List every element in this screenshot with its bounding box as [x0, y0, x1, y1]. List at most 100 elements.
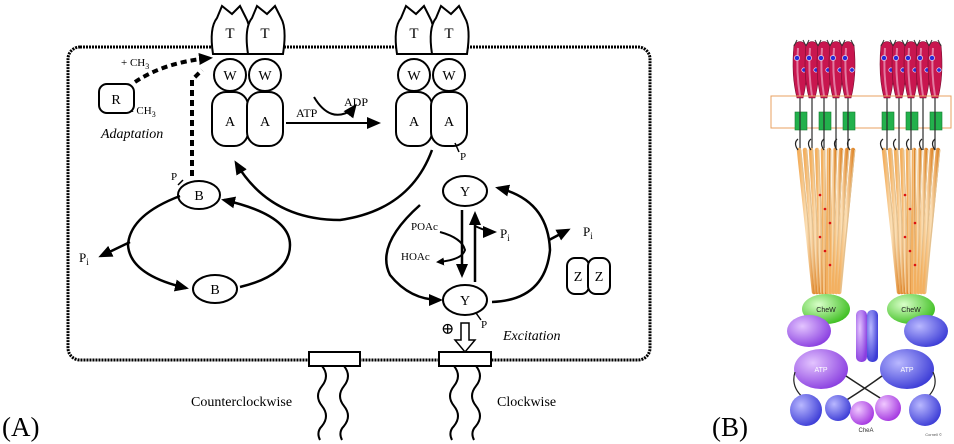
motor-right: [439, 352, 491, 366]
z-label: Z: [574, 270, 583, 285]
chea-sphere: [909, 394, 941, 426]
flagellum-right: [450, 366, 458, 440]
receptor-bead: [850, 68, 854, 72]
chea-sphere: [850, 401, 874, 425]
pi-release-arc: [101, 242, 130, 256]
pi-y-curve: [475, 226, 494, 232]
receptor-bead: [881, 55, 886, 60]
hook: [796, 139, 799, 150]
helix-mark: [829, 264, 832, 267]
y-label: Y: [460, 294, 470, 309]
helix-mark: [904, 236, 907, 239]
methyl-plus-label: + CH3: [121, 57, 149, 71]
chea-sphere: [790, 394, 822, 426]
motor-left: [309, 352, 360, 366]
receptor-bead: [818, 55, 823, 60]
receptor-t-label: T: [225, 26, 234, 42]
receptor-complex-right: T T W W A A P: [396, 6, 469, 163]
excitation-hollow-arrow: [455, 323, 475, 352]
receptor-bead: [937, 68, 941, 72]
dimer-rod: [867, 310, 878, 362]
green-band: [843, 112, 855, 130]
hook: [881, 139, 884, 150]
chea-sphere: [875, 395, 901, 421]
cell-membrane: [68, 47, 650, 360]
green-band: [906, 112, 918, 130]
panel-a: T T W W A A T T W W A A P: [68, 6, 650, 440]
counterclockwise-label: Counterclockwise: [191, 395, 292, 410]
helix-mark: [819, 236, 822, 239]
pi-label: Pi: [79, 250, 89, 267]
w-label: W: [407, 69, 421, 84]
w-label: W: [223, 69, 237, 84]
b-label: B: [210, 283, 219, 298]
z-label: Z: [595, 270, 604, 285]
helix-mark: [914, 264, 917, 267]
receptor-bead: [929, 55, 934, 60]
b-label: B: [194, 189, 203, 204]
demethylation-dashed-arrow: [192, 70, 202, 176]
a-label: A: [225, 115, 236, 130]
phospho-tick: [178, 180, 183, 185]
chea-sphere: [825, 395, 851, 421]
helix-mark: [819, 194, 822, 197]
pi-z-arrow: [549, 230, 568, 240]
phospho-p-label: P: [460, 151, 466, 163]
helix-mark: [914, 222, 917, 225]
blue-domain-right: [904, 315, 948, 347]
chez-dephos-arc: [492, 188, 550, 302]
a-label: A: [444, 115, 455, 130]
clockwise-label: Clockwise: [497, 395, 556, 410]
chew-label: CheW: [901, 307, 921, 314]
pi-label: Pi: [500, 226, 510, 243]
panel-b: CheW CheW ATP ATP CheA Cornell ©: [771, 40, 951, 437]
atp-label: ATP: [296, 106, 318, 120]
flagellum-left: [318, 366, 326, 440]
plus-sign: ⊕: [441, 321, 454, 338]
receptor-bead: [830, 55, 835, 60]
adp-label: ADP: [344, 95, 368, 109]
green-band: [795, 112, 807, 130]
hook: [894, 139, 897, 150]
phospho-p-label: P: [481, 319, 487, 331]
atp-domain-label: ATP: [900, 367, 913, 374]
helix-mark: [829, 222, 832, 225]
dimer-rod: [856, 310, 867, 362]
receptor-t-label: T: [260, 26, 269, 42]
w-label: W: [442, 69, 456, 84]
poac-label: POAc: [411, 221, 438, 233]
helix-mark: [824, 208, 827, 211]
receptor-bead: [917, 55, 922, 60]
receptor-bead: [893, 55, 898, 60]
green-band: [930, 112, 942, 130]
a-label: A: [260, 115, 271, 130]
receptor-t-label: T: [444, 26, 453, 42]
helix-mark: [904, 194, 907, 197]
purple-domain-left: [787, 315, 831, 347]
receptor-bead: [806, 55, 811, 60]
flagellum-left: [340, 366, 348, 440]
excitation-label: Excitation: [502, 329, 561, 344]
helix-mark: [824, 250, 827, 253]
helix-bundles: [796, 139, 940, 292]
receptor-bead: [842, 55, 847, 60]
phospho-p-label: P: [171, 171, 177, 183]
green-band: [819, 112, 831, 130]
y-label: Y: [460, 185, 470, 200]
hoac-label: HOAc: [401, 251, 430, 263]
atp-domain-label: ATP: [814, 367, 827, 374]
green-band: [882, 112, 894, 130]
flagellum-right: [472, 366, 480, 440]
chea-label: CheA: [858, 428, 873, 434]
image-credit: Cornell ©: [925, 432, 942, 437]
adaptation-label: Adaptation: [100, 127, 163, 142]
helix-mark: [909, 208, 912, 211]
phosphotransfer-arc: [236, 150, 432, 220]
r-label: R: [111, 93, 121, 108]
w-label: W: [258, 69, 272, 84]
a-label: A: [409, 115, 420, 130]
receptor-bead: [905, 55, 910, 60]
chew-label: CheW: [816, 307, 836, 314]
cheb-dephos-arc: [128, 196, 186, 288]
